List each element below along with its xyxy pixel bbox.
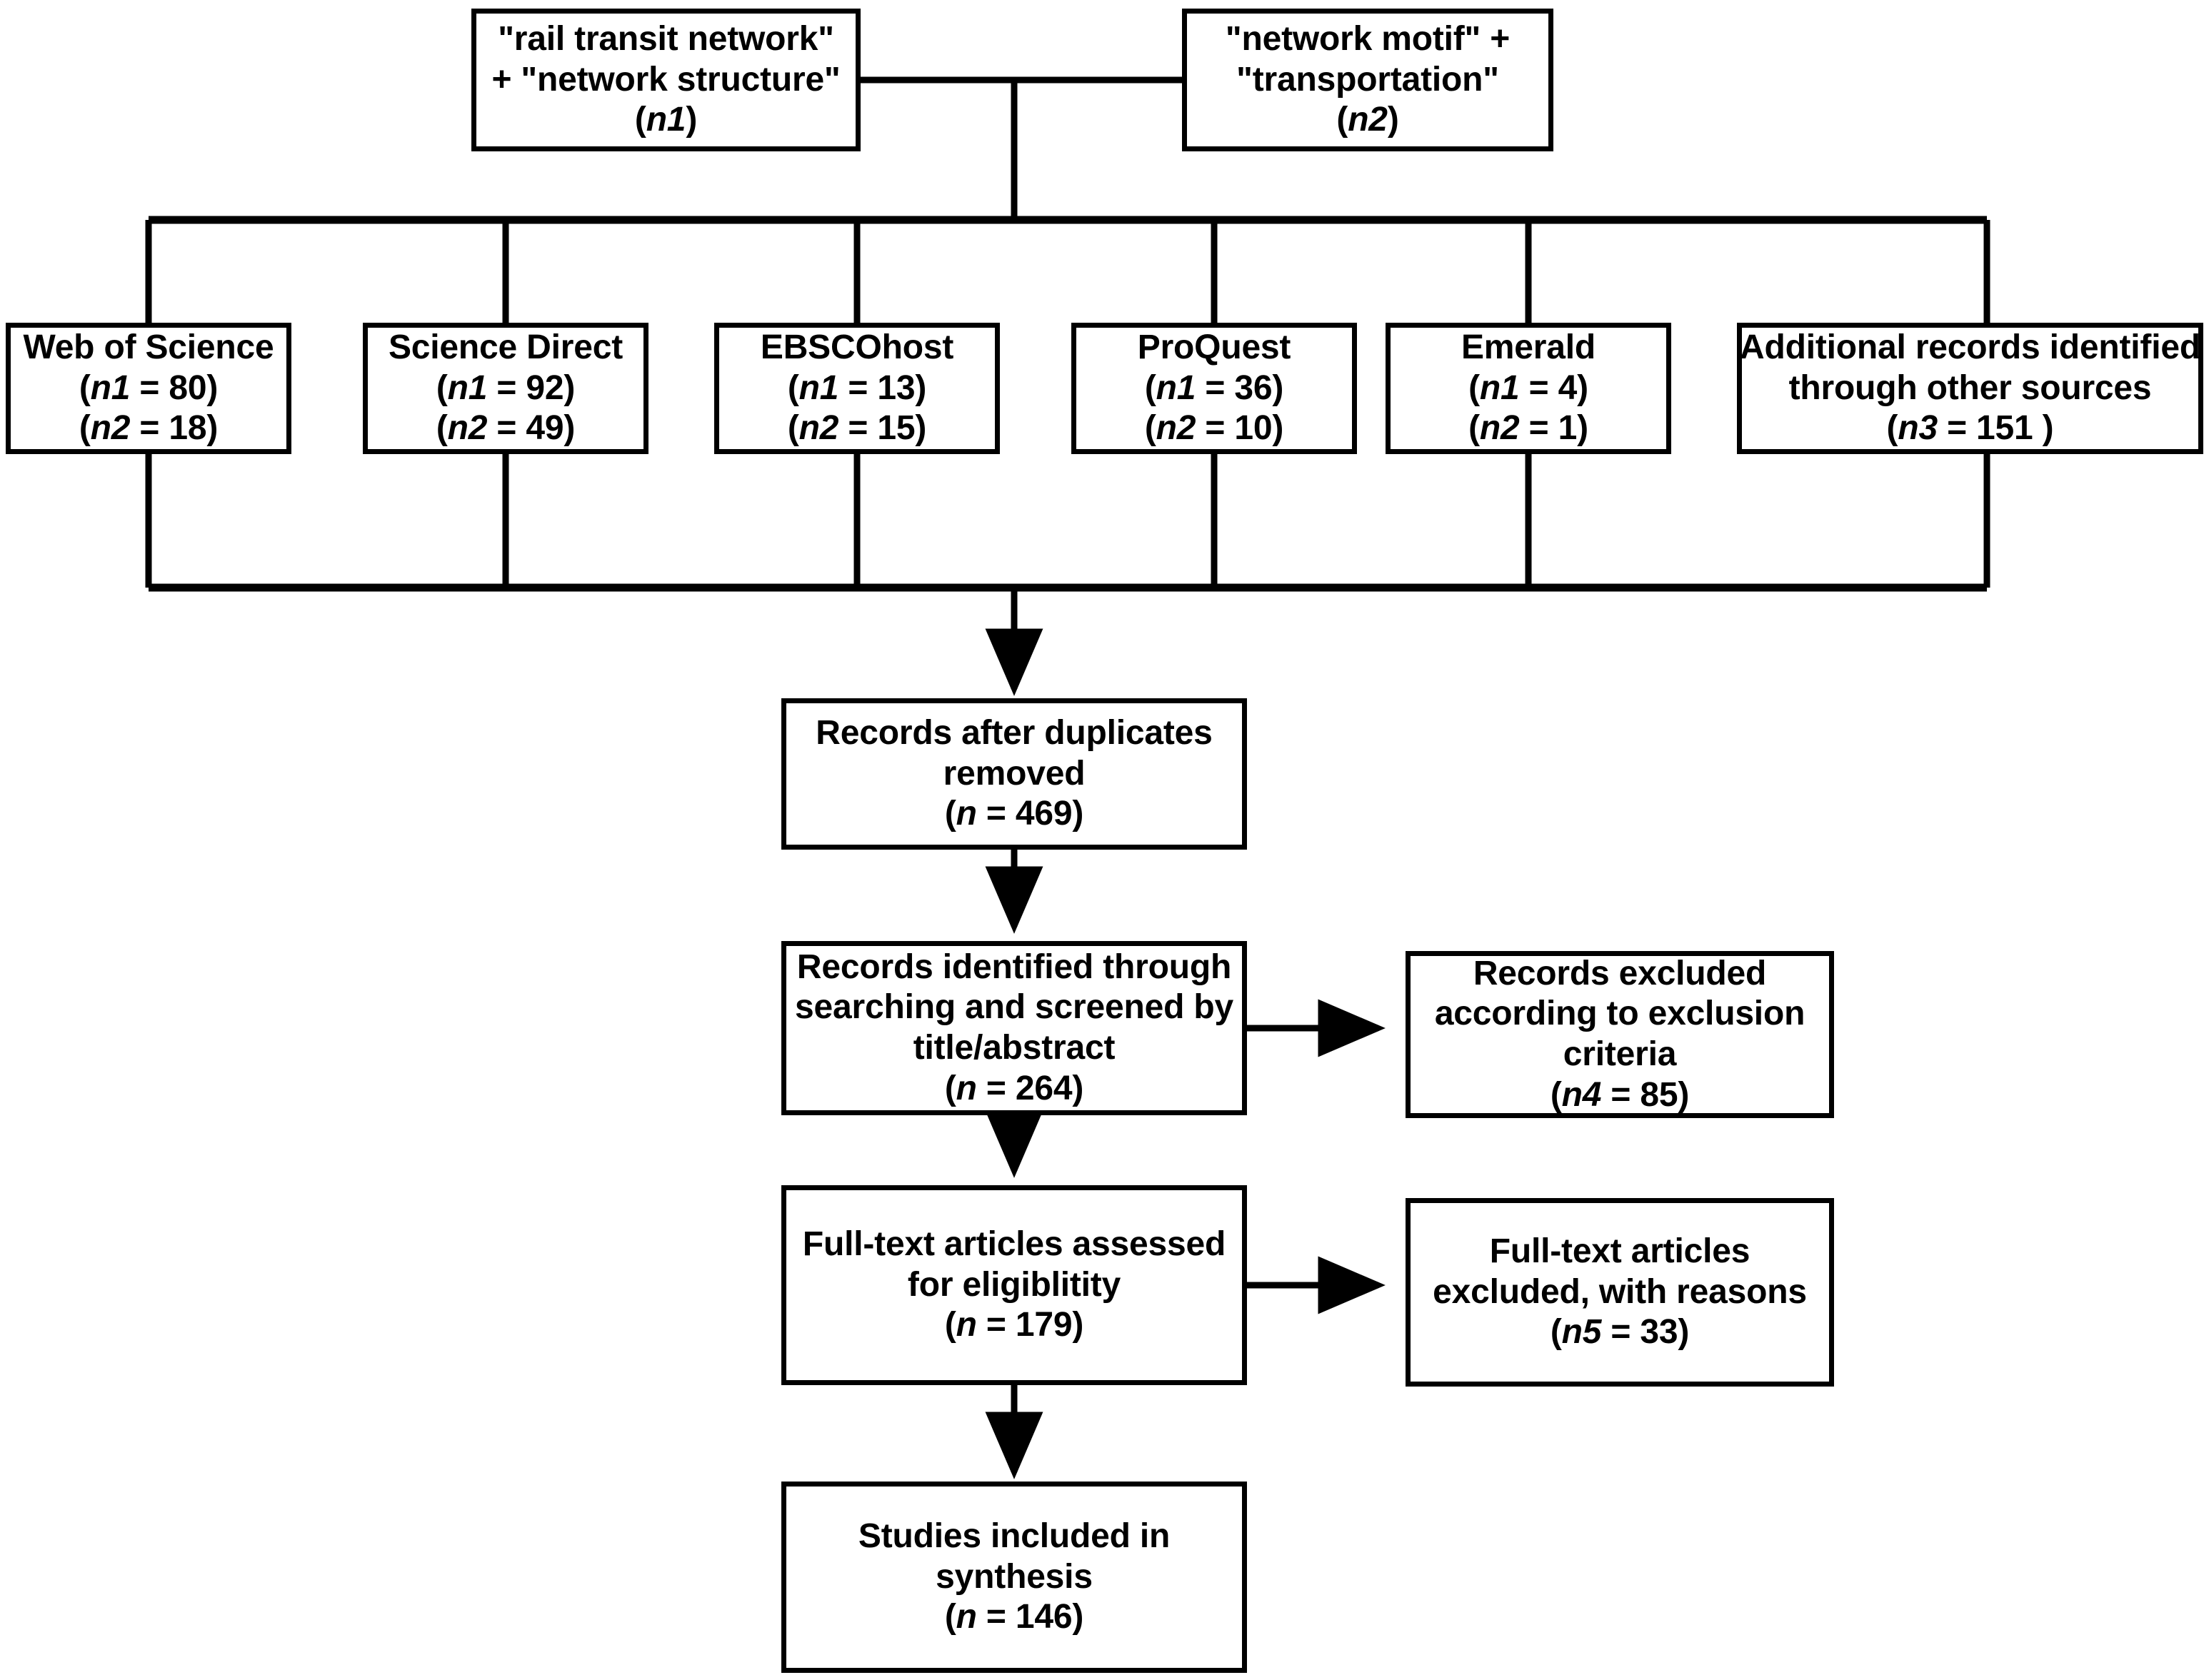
fulltext-excluded-count: (n5 = 33) bbox=[1550, 1313, 1690, 1352]
fulltext-excluded-line-2: excluded, with reasons bbox=[1433, 1272, 1807, 1311]
source-count-n2: (n2 = 15) bbox=[787, 409, 927, 448]
source-box-ebscohost: EBSCOhost (n1 = 13) (n2 = 15) bbox=[714, 323, 1000, 454]
search-term-1-line-1: "rail transit network" bbox=[498, 20, 834, 59]
fulltext-assessed-line-2: for eligiblitity bbox=[907, 1265, 1121, 1304]
source-count-n2: (n2 = 1) bbox=[1468, 409, 1588, 448]
duplicates-line-2: removed bbox=[943, 754, 1086, 793]
source-count-n2: (n2 = 18) bbox=[79, 409, 219, 448]
records-excluded-line-3: criteria bbox=[1563, 1035, 1677, 1073]
included-line-1: Studies included in bbox=[858, 1517, 1171, 1556]
stage-box-records-after-duplicates: Records after duplicates removed (n = 46… bbox=[781, 698, 1247, 850]
screened-line-1: Records identified through bbox=[796, 947, 1232, 986]
records-excluded-line-2: according to exclusion bbox=[1434, 995, 1805, 1033]
source-name-line-2: through other sources bbox=[1788, 368, 2152, 407]
search-term-1-line-2: + "network structure" bbox=[491, 60, 841, 99]
stage-box-records-excluded: Records excluded according to exclusion … bbox=[1406, 951, 1834, 1118]
included-count: (n = 146) bbox=[944, 1598, 1084, 1636]
source-count-n2: (n2 = 10) bbox=[1144, 409, 1284, 448]
stage-box-records-screened: Records identified through searching and… bbox=[781, 941, 1247, 1115]
search-term-2-line-2: "transportation" bbox=[1236, 60, 1499, 99]
search-term-1-count: (n1) bbox=[634, 101, 698, 139]
fulltext-assessed-count: (n = 179) bbox=[944, 1306, 1084, 1344]
search-term-2-count: (n2) bbox=[1336, 101, 1399, 139]
screened-line-2: searching and screened by bbox=[795, 988, 1233, 1027]
duplicates-line-1: Records after duplicates bbox=[816, 714, 1213, 753]
records-excluded-count: (n4 = 85) bbox=[1550, 1075, 1690, 1114]
source-box-web-of-science: Web of Science (n1 = 80) (n2 = 18) bbox=[6, 323, 291, 454]
screened-line-3: title/abstract bbox=[913, 1029, 1116, 1067]
source-count-n3: (n3 = 151 ) bbox=[1886, 409, 2054, 448]
source-box-emerald: Emerald (n1 = 4) (n2 = 1) bbox=[1386, 323, 1671, 454]
fulltext-assessed-line-1: Full-text articles assessed bbox=[802, 1225, 1226, 1264]
source-count-n1: (n1 = 36) bbox=[1144, 368, 1284, 407]
search-term-box-2: "network motif" + "transportation" (n2) bbox=[1182, 9, 1553, 151]
stage-box-fulltext-assessed: Full-text articles assessed for eligibli… bbox=[781, 1185, 1247, 1385]
source-box-proquest: ProQuest (n1 = 36) (n2 = 10) bbox=[1071, 323, 1357, 454]
search-term-2-line-1: "network motif" + bbox=[1225, 20, 1511, 59]
source-count-n1: (n1 = 4) bbox=[1468, 368, 1588, 407]
source-name-line-1: Additional records identified bbox=[1740, 328, 2200, 367]
source-name: Science Direct bbox=[388, 328, 623, 367]
source-name: Web of Science bbox=[23, 328, 274, 367]
source-count-n1: (n1 = 80) bbox=[79, 368, 219, 407]
records-excluded-line-1: Records excluded bbox=[1473, 954, 1767, 992]
source-count-n2: (n2 = 49) bbox=[436, 409, 576, 448]
source-name: Emerald bbox=[1461, 328, 1596, 367]
source-box-science-direct: Science Direct (n1 = 92) (n2 = 49) bbox=[363, 323, 648, 454]
source-count-n1: (n1 = 13) bbox=[787, 368, 927, 407]
stage-box-studies-included: Studies included in synthesis (n = 146) bbox=[781, 1482, 1247, 1673]
screened-count: (n = 264) bbox=[944, 1069, 1084, 1107]
source-count-n1: (n1 = 92) bbox=[436, 368, 576, 407]
duplicates-count: (n = 469) bbox=[944, 795, 1084, 833]
included-line-2: synthesis bbox=[936, 1557, 1093, 1596]
source-box-additional-records: Additional records identified through ot… bbox=[1737, 323, 2203, 454]
source-name: ProQuest bbox=[1137, 328, 1291, 367]
fulltext-excluded-line-1: Full-text articles bbox=[1489, 1232, 1750, 1271]
search-term-box-1: "rail transit network" + "network struct… bbox=[471, 9, 861, 151]
source-name: EBSCOhost bbox=[760, 328, 954, 367]
stage-box-fulltext-excluded: Full-text articles excluded, with reason… bbox=[1406, 1198, 1834, 1387]
